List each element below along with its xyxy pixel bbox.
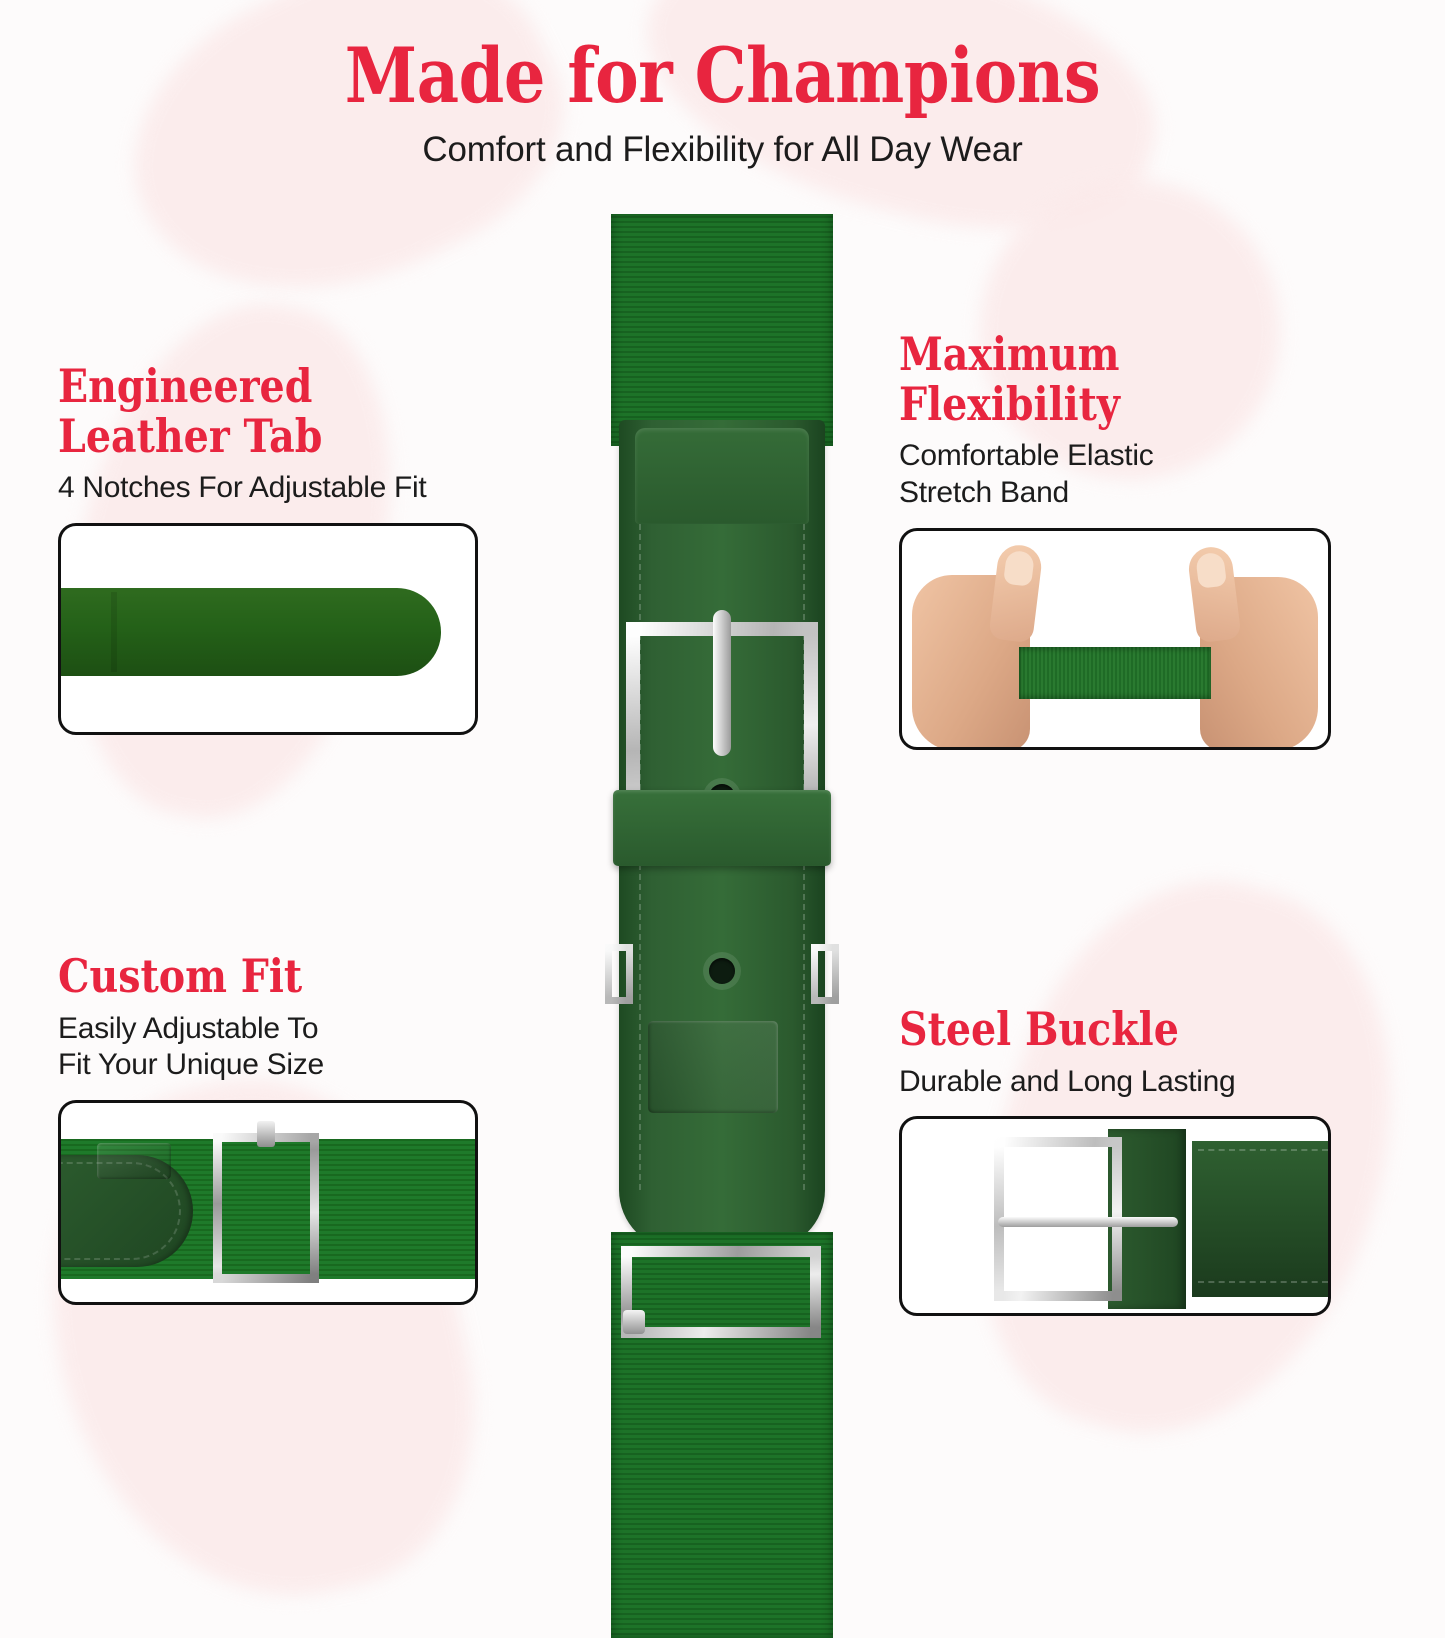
belt-keeper-loop (613, 790, 831, 866)
buckle-prong (713, 610, 731, 756)
belt-strap-far (1192, 1141, 1328, 1298)
feature-maximum-flexibility: Maximum Flexibility Comfortable Elastic … (899, 327, 1339, 750)
feature-subtitle: Durable and Long Lasting (899, 1064, 1236, 1098)
notch-hole (301, 565, 310, 575)
d-ring-right (811, 944, 839, 1004)
thumb-right (1186, 544, 1242, 643)
slider-buckle (621, 1246, 821, 1338)
feature-title: Engineered Leather Tab (58, 359, 323, 463)
feature-title: Maximum Flexibility (899, 327, 1120, 431)
leather-tab-strap (61, 587, 441, 676)
feature-custom-fit: Custom Fit Easily Adjustable To Fit Your… (58, 949, 488, 1305)
feature-subtitle: 4 Notches For Adjustable Fit (58, 471, 427, 505)
feature-title: Steel Buckle (899, 1002, 1179, 1056)
feature-subtitle: Easily Adjustable To Fit Your Unique Siz… (58, 1011, 324, 1082)
leather-tab-photo (58, 522, 478, 735)
thumbnail-right (1195, 551, 1228, 589)
feature-title: Custom Fit (58, 949, 303, 1003)
slider-buckle (213, 1132, 319, 1283)
notch-hole (257, 565, 266, 575)
page-subtitle: Comfort and Flexibility for All Day Wear (422, 130, 1023, 169)
center-belt-photo (605, 214, 839, 1638)
belt-webbing-top (611, 214, 833, 446)
strap-stitching (1198, 1281, 1328, 1284)
thumb-left (988, 542, 1044, 643)
notch-hole (345, 565, 354, 575)
header: Made for Champions Comfort and Flexibili… (0, 0, 1445, 170)
thumbnail-left (1003, 549, 1036, 587)
d-ring-left (605, 944, 633, 1004)
embossed-brand-logo (648, 1021, 778, 1113)
buckle-prong (998, 1217, 1178, 1228)
page-title: Made for Champions (344, 31, 1101, 120)
feature-steel-buckle: Steel Buckle Durable and Long Lasting (899, 1002, 1339, 1317)
custom-fit-photo (58, 1099, 478, 1305)
belt-hole (709, 958, 735, 984)
notch-hole (389, 565, 398, 575)
strap-stitching (1198, 1149, 1328, 1152)
stretch-band-photo (899, 527, 1331, 750)
feature-subtitle: Comfortable Elastic Stretch Band (899, 439, 1154, 509)
slider-buckle-pin (257, 1120, 275, 1147)
slider-buckle-pin (623, 1310, 645, 1334)
steel-buckle-photo (899, 1116, 1331, 1317)
elastic-stretch-band (1019, 646, 1211, 699)
leather-tab-overlay (635, 428, 809, 524)
embossed-brand-logo (97, 1142, 171, 1179)
feature-leather-tab: Engineered Leather Tab 4 Notches For Adj… (58, 359, 488, 735)
